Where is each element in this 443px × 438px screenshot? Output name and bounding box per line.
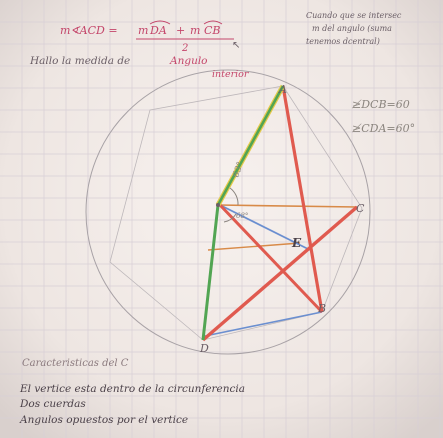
characteristic-item-1: El vertice esta dentro de la circunferen… (19, 383, 245, 395)
blue-segment-b (204, 311, 323, 337)
point-label-e: E (291, 236, 302, 250)
green-chord-a (216, 85, 285, 206)
formula-lhs: m∢ACD = (60, 24, 118, 37)
instruction-word-angulo: Angulo (169, 55, 208, 67)
arc-symbol-b (203, 20, 223, 25)
helper-chord (207, 242, 301, 251)
arrow-mark-icon: ↖ (232, 40, 240, 51)
point-label-b: B (317, 302, 326, 315)
blue-segment-a (219, 204, 311, 251)
angle-arc-2 (223, 213, 237, 223)
angle-label-68: 68° (236, 212, 248, 220)
point-label-d: D (199, 342, 209, 355)
point-label-a: A (278, 83, 287, 96)
formula-m-b: m (190, 24, 200, 37)
equation-cda: ≱CDA=60° (351, 122, 415, 135)
top-right-note: Cuando que se intersec m del angulo (sum… (306, 11, 402, 46)
red-chord-b (218, 203, 324, 314)
arc-symbol-a (149, 20, 171, 25)
formula-m-a: m (138, 24, 148, 37)
chord-to-c (217, 204, 358, 208)
formula-arc-cb: CB (204, 24, 221, 37)
red-chord-dc (201, 205, 359, 342)
point-label-c: C (356, 202, 365, 215)
equation-dcb: ≱DCB=60 (351, 98, 410, 111)
characteristic-item-2: Dos cuerdas (19, 398, 86, 410)
characteristics-heading: Caracteristicas del C (22, 358, 129, 369)
formula: m∢ACD = m DA + m CB 2 ↖ (60, 20, 240, 54)
note-line3: tenemos dcentral) (306, 37, 380, 46)
red-chord-ab (281, 85, 324, 313)
formula-plus: + (176, 24, 185, 37)
note-line1: Cuando que se intersec (306, 11, 402, 20)
angle-arc-1 (229, 187, 239, 206)
circumference-outline (85, 69, 371, 355)
instruction-line2: interior (212, 69, 250, 80)
note-line2: m del angulo (suma (312, 24, 392, 33)
green-chord-d (201, 204, 220, 341)
formula-arc-da: DA (149, 24, 167, 37)
instruction-line1: Hallo la medida de (29, 55, 130, 67)
characteristic-item-3: Angulos opuestos por el vertice (19, 414, 188, 426)
formula-denominator: 2 (181, 43, 188, 54)
center-point (216, 203, 220, 207)
